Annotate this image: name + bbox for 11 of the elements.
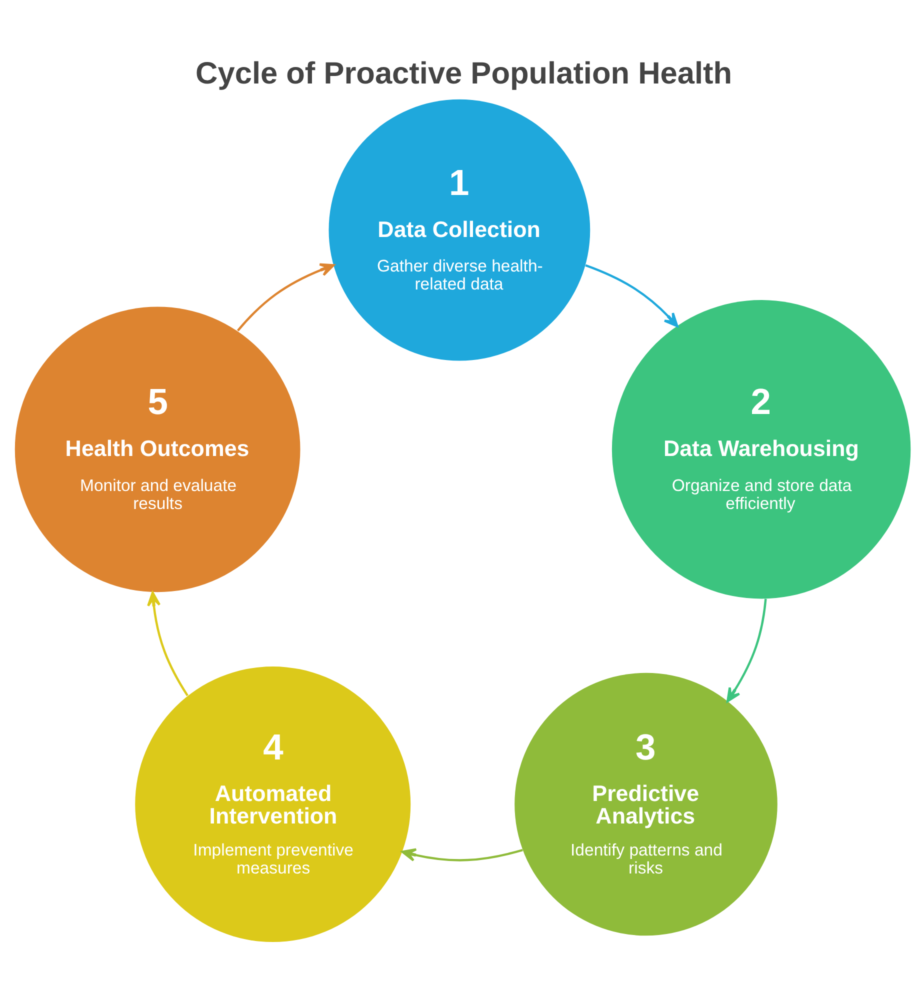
arrow bbox=[146, 591, 188, 696]
node-circle: 3 Predictive Analytics Identify patterns and risks bbox=[514, 672, 777, 936]
arrow bbox=[400, 848, 522, 861]
diagram-title: Cycle of Proactive Population Health bbox=[195, 54, 732, 90]
node-circle: 4 Automated Intervention Implement preventive measures bbox=[134, 666, 410, 942]
node-circle: 1 Data Collection Gather diverse health-related data bbox=[328, 98, 590, 360]
arrow bbox=[236, 262, 334, 331]
arrow bbox=[584, 264, 678, 327]
node-circle: 5 Health Outcomes Monitor and evaluate results bbox=[14, 306, 300, 592]
node-circle: 2 Data Warehousing Organize and store data efficiently bbox=[611, 300, 910, 598]
arrow bbox=[726, 598, 766, 702]
